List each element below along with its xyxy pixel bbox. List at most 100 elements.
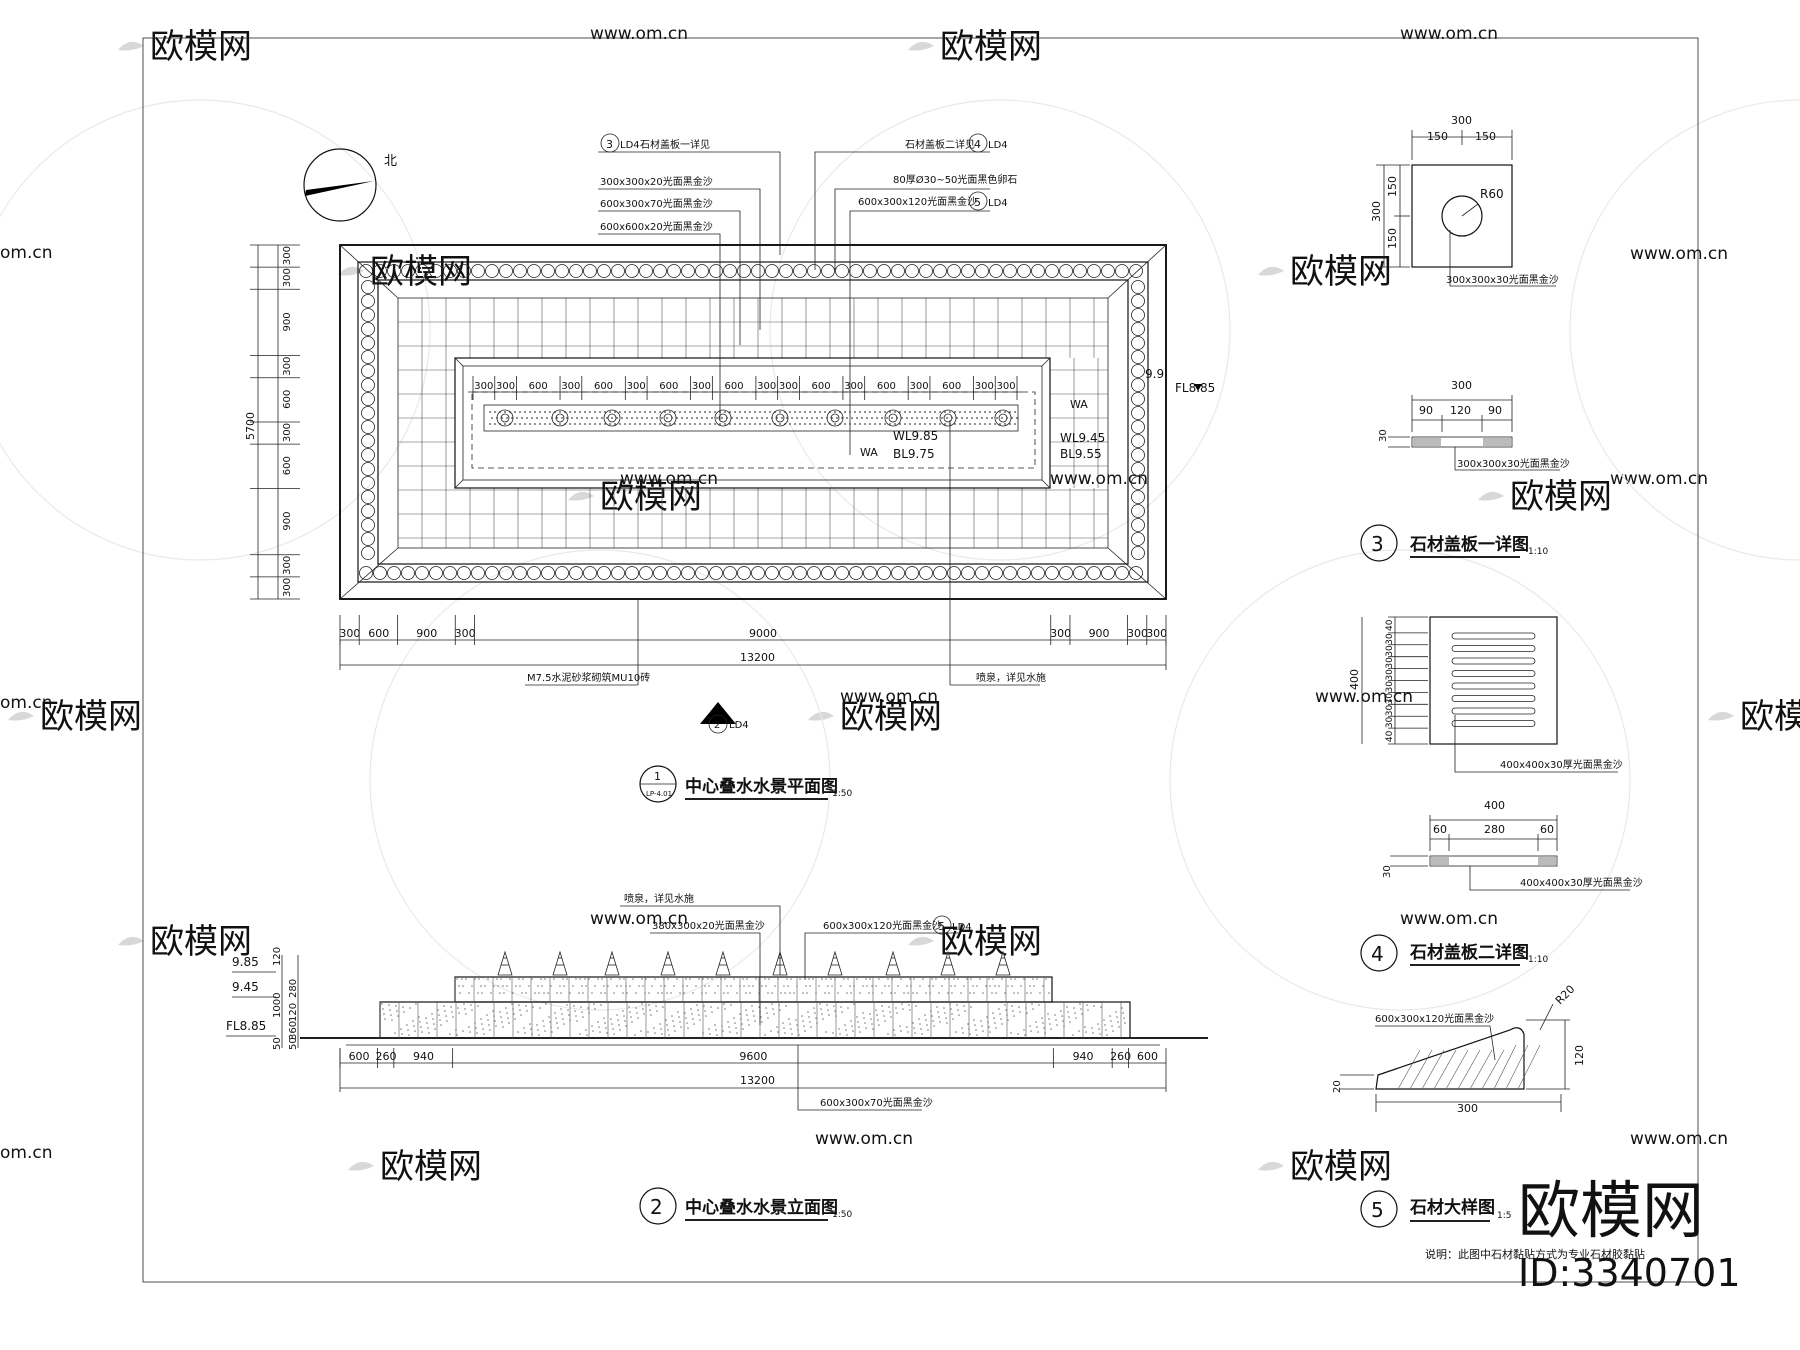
stone-speckle — [808, 978, 810, 980]
stone-speckle — [490, 992, 492, 994]
leader-line — [834, 188, 990, 270]
callout-label: 600x300x70光面黑金沙 — [600, 197, 713, 210]
hatch-dot — [586, 417, 588, 419]
hatch-dot — [616, 417, 618, 419]
stone-speckle — [865, 978, 867, 980]
stone-speckle — [462, 985, 464, 987]
hatch-dot — [739, 411, 741, 413]
pebble — [1131, 462, 1145, 476]
stone-speckle — [765, 985, 767, 987]
stone-speckle — [617, 1019, 619, 1021]
hatch-dot — [994, 423, 996, 425]
pebble — [681, 566, 695, 580]
elev-level-top: 9.85 — [232, 955, 259, 969]
stone-speckle — [458, 1012, 460, 1014]
stone-speckle — [938, 1016, 940, 1018]
stone-speckle — [697, 1009, 699, 1011]
stone-speckle — [797, 1029, 799, 1031]
hatch-dot — [544, 411, 546, 413]
stone-speckle — [511, 1003, 513, 1005]
stone-profile-hatch — [1397, 1044, 1541, 1090]
stone-speckle — [903, 992, 905, 994]
detail5-title: 石材大样图 — [1409, 1197, 1495, 1218]
stone-speckle — [515, 985, 517, 987]
hatch-dot — [884, 411, 886, 413]
compass-needle-icon — [305, 181, 374, 196]
stone-speckle — [950, 985, 952, 987]
stone-speckle — [826, 1004, 828, 1006]
hatch-dot — [629, 411, 631, 413]
pebble — [835, 264, 849, 278]
stone-speckle — [569, 992, 571, 994]
stone-speckle — [987, 1021, 989, 1023]
hatch-dot — [836, 417, 838, 419]
stone-speckle — [1023, 1029, 1025, 1031]
stone-speckle — [766, 1012, 768, 1014]
hatch-dot — [556, 417, 558, 419]
stone-speckle — [944, 1012, 946, 1014]
pebble — [793, 264, 807, 278]
stone-speckle — [758, 1006, 760, 1008]
stone-speckle — [401, 1033, 403, 1035]
stone-speckle — [635, 1007, 637, 1009]
stone-speckle — [1013, 1015, 1015, 1017]
fountain-nozzle-icon — [994, 409, 1012, 427]
hatch-dot — [929, 423, 931, 425]
pebble — [1131, 434, 1145, 448]
stone-speckle — [913, 1027, 915, 1029]
title-bubble — [639, 1187, 677, 1225]
stone-speckle — [438, 1014, 440, 1016]
detail-ref-sheet: LD4 — [988, 140, 1008, 151]
hatch-dot — [734, 411, 736, 413]
stone-speckle — [606, 1032, 608, 1034]
fountain-nozzle-core — [500, 413, 510, 423]
stone-speckle — [878, 1024, 880, 1026]
hatch-dot — [864, 411, 866, 413]
stone-speckle — [733, 978, 735, 980]
pebble — [625, 264, 639, 278]
dim-text: 50 — [272, 1037, 283, 1050]
pebble — [681, 264, 695, 278]
hatch-dot — [501, 417, 503, 419]
dim-text: 60 — [1433, 823, 1447, 836]
stone-speckle — [819, 1003, 821, 1005]
hatch-dot — [991, 417, 993, 419]
stone-speckle — [500, 1016, 502, 1018]
pebble — [597, 566, 611, 580]
stone-speckle — [1081, 1013, 1083, 1015]
dim-text: 600 — [368, 627, 389, 640]
stone-speckle — [926, 1024, 928, 1026]
stone-speckle — [888, 1006, 890, 1008]
stone-speckle — [550, 1026, 552, 1028]
stone-speckle — [1029, 985, 1031, 987]
pebble — [361, 378, 375, 392]
stone-speckle — [1030, 992, 1032, 994]
hatch-dot — [921, 417, 923, 419]
stone-speckle — [882, 1010, 884, 1012]
stone-speckle — [849, 985, 851, 987]
stone-speckle — [796, 985, 798, 987]
hatch-dot — [596, 417, 598, 419]
pebble — [961, 264, 975, 278]
stone-speckle — [548, 1016, 550, 1018]
pebble — [989, 566, 1003, 580]
stone-speckle — [734, 1022, 736, 1024]
hatch-dot — [869, 423, 871, 425]
watermark-logo-icon — [908, 936, 934, 946]
watermark-logo: 欧模网 — [1290, 1147, 1392, 1187]
pebble — [1131, 392, 1145, 406]
stone-speckle — [1026, 992, 1028, 994]
stone-speckle — [774, 985, 776, 987]
pebble — [1131, 378, 1145, 392]
stone-speckle — [708, 1028, 710, 1030]
dim-text: 1000 — [272, 993, 283, 1018]
stone-speckle — [562, 978, 564, 980]
stone-speckle — [623, 978, 625, 980]
hatch-dot — [694, 423, 696, 425]
plan-paving-grid — [398, 298, 1108, 548]
hatch-dot — [644, 411, 646, 413]
hatch-dot — [521, 417, 523, 419]
pebble — [779, 264, 793, 278]
stone-speckle — [499, 992, 501, 994]
stone-speckle — [502, 985, 504, 987]
